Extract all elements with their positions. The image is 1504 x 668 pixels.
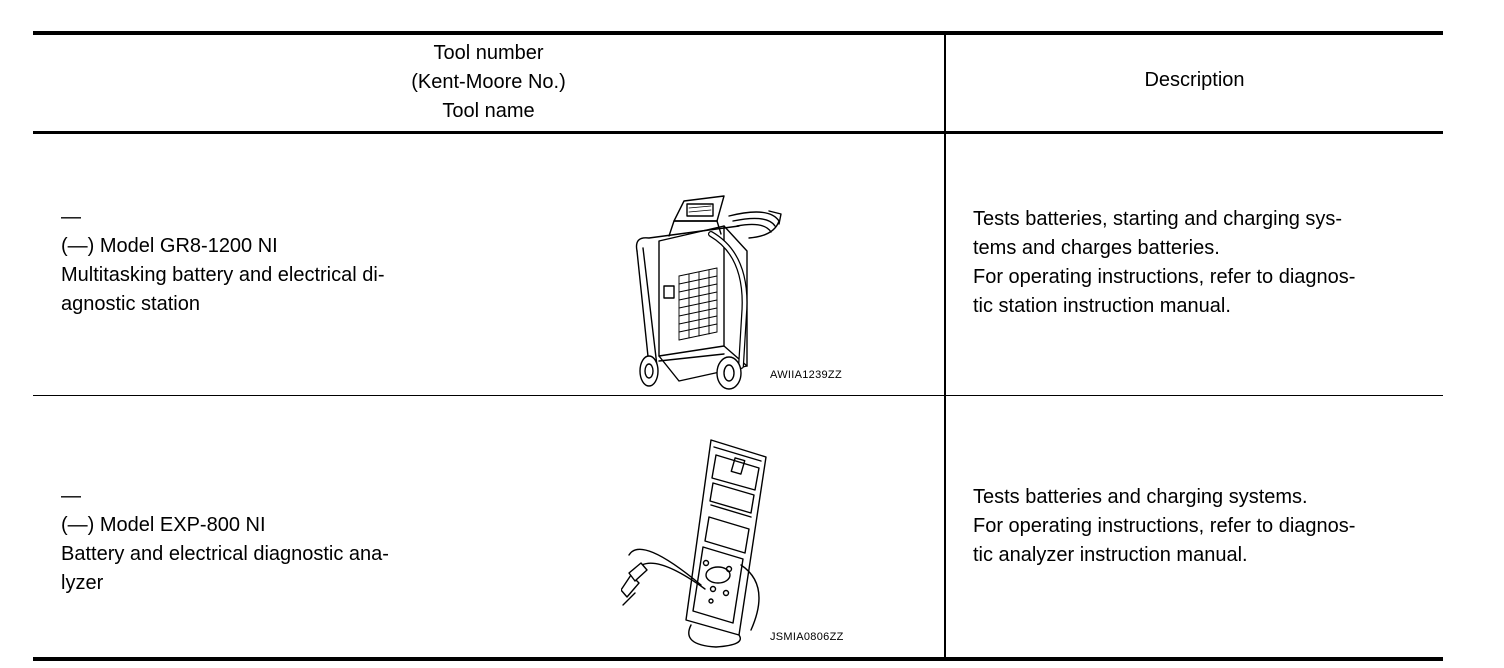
- column-divider: [944, 31, 946, 661]
- tool-name-line: agnostic station: [61, 293, 200, 315]
- header-kent-moore: (Kent-Moore No.): [411, 71, 566, 93]
- tool-description: Tests batteries, starting and charging s…: [973, 205, 1433, 321]
- tool-name-line: Multitasking battery and electrical di-: [61, 264, 385, 286]
- tool-name-line: Battery and electrical diagnostic ana-: [61, 543, 389, 565]
- tool-description: Tests batteries and charging systems. Fo…: [973, 483, 1433, 570]
- figure-code: JSMIA0806ZZ: [770, 631, 844, 643]
- table-bottom-rule: [33, 657, 1443, 661]
- special-tools-table: Tool number (Kent-Moore No.) Tool name D…: [33, 31, 1443, 661]
- row-divider-rule: [33, 395, 1443, 396]
- description-line: For operating instructions, refer to dia…: [973, 515, 1356, 537]
- tool-info: — (—) Model GR8-1200 NI Multitasking bat…: [61, 203, 481, 319]
- description-line: Tests batteries, starting and charging s…: [973, 208, 1343, 230]
- header-tool-name: Tool name: [442, 100, 535, 122]
- table-top-rule: [33, 31, 1443, 35]
- header-tool-number: Tool number: [433, 42, 544, 64]
- description-line: For operating instructions, refer to dia…: [973, 266, 1356, 288]
- kent-moore-number: (—) Model EXP-800 NI: [61, 514, 266, 536]
- kent-moore-number: (—) Model GR8-1200 NI: [61, 235, 278, 257]
- description-line: tic analyzer instruction manual.: [973, 544, 1248, 566]
- tool-info: — (—) Model EXP-800 NI Battery and elect…: [61, 482, 481, 598]
- tool-number: —: [61, 485, 81, 507]
- description-line: Tests batteries and charging systems.: [973, 486, 1308, 508]
- header-bottom-rule: [33, 131, 1443, 134]
- battery-diagnostic-station-cart-icon: [635, 195, 782, 390]
- handheld-battery-analyzer-icon: [621, 439, 767, 648]
- tool-name-line: lyzer: [61, 572, 104, 594]
- header-tool-column: Tool number (Kent-Moore No.) Tool name: [33, 39, 944, 126]
- description-line: tic station instruction manual.: [973, 295, 1231, 317]
- tool-number: —: [61, 206, 81, 228]
- figure-code: AWIIA1239ZZ: [770, 369, 842, 381]
- header-description-column: Description: [1144, 69, 1245, 91]
- description-line: tems and charges batteries.: [973, 237, 1220, 259]
